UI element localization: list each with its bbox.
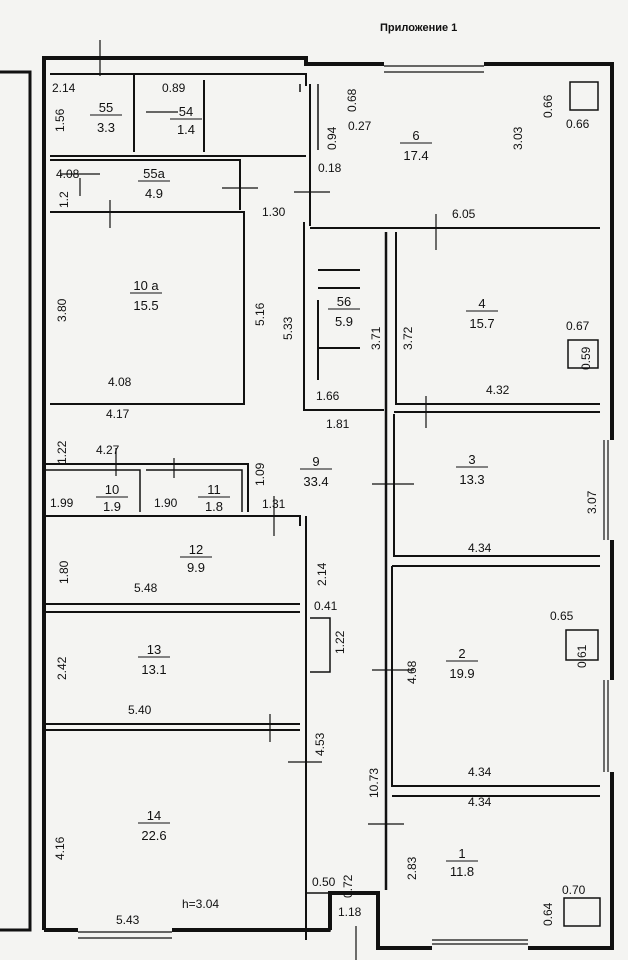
dimension-label: 4.16 — [53, 836, 67, 860]
dimension-label: 5.43 — [116, 913, 140, 927]
room-number: 13 — [147, 642, 161, 657]
room-number: 2 — [458, 646, 465, 661]
room-number: 12 — [189, 542, 203, 557]
walls — [0, 40, 614, 960]
dimension-label: 1.80 — [57, 560, 71, 584]
dimension-label: 3.71 — [369, 326, 383, 350]
dimension-label: 0.89 — [162, 81, 186, 95]
dimension-label: 1.18 — [338, 905, 362, 919]
room-area: 19.9 — [449, 666, 474, 681]
room-number: 3 — [468, 452, 475, 467]
dimension-label: 0.65 — [550, 609, 574, 623]
dimension-label: 5.16 — [253, 302, 267, 326]
room-area: 3.3 — [97, 120, 115, 135]
dimension-label: 4.08 — [108, 375, 132, 389]
dimension-label: 6.05 — [452, 207, 476, 221]
room-area: 13.3 — [459, 472, 484, 487]
dimension-label: 1.99 — [50, 496, 74, 510]
room-area: 1.9 — [103, 499, 121, 514]
dimension-label: 2.42 — [55, 656, 69, 680]
dimension-label: 4.34 — [468, 765, 492, 779]
dimension-label: 0.41 — [314, 599, 338, 613]
room-number: 55a — [143, 166, 165, 181]
room-area: 11.8 — [450, 864, 474, 879]
dimension-label: 3.07 — [585, 490, 599, 514]
dimension-label: 2.83 — [405, 856, 419, 880]
dimension-label: 0.18 — [318, 161, 342, 175]
room-labels: 55 3.3 54 1.4 55a 4.9 6 17.4 10 а 15.5 56 5.9 4 15.7 9… — [90, 100, 498, 879]
dimension-label: 1.09 — [253, 462, 267, 486]
room-number: 1 — [458, 846, 465, 861]
dimension-label: 0.66 — [541, 94, 555, 118]
room-area: 4.9 — [145, 186, 163, 201]
dimension-labels: 2.14 0.89 1.56 0.68 0.27 0.94 0.18 3.03 0.66 0.66… — [50, 81, 599, 927]
dimension-label: 1.81 — [326, 417, 350, 431]
page-title: Приложение 1 — [380, 22, 458, 34]
dimension-label: 5.48 — [134, 581, 158, 595]
dimension-label: 1.90 — [154, 496, 178, 510]
dimension-label: 2.14 — [315, 562, 329, 586]
dimension-label: 1.22 — [55, 440, 69, 464]
dimension-label: 4.32 — [486, 383, 510, 397]
room-number: 14 — [147, 808, 161, 823]
dimension-label: 5.40 — [128, 703, 152, 717]
room-area: 1.8 — [205, 499, 223, 514]
dimension-label: 1.31 — [262, 497, 286, 511]
dimension-label: 0.94 — [325, 126, 339, 150]
dimension-label: 1.56 — [53, 108, 67, 132]
dimension-label: 4.53 — [313, 732, 327, 756]
dimension-label: 3.72 — [401, 326, 415, 350]
dimension-label: 0.64 — [541, 902, 555, 926]
dimension-label: 0.61 — [575, 644, 589, 668]
dimension-label: 0.66 — [566, 117, 590, 131]
dimension-label: 5.33 — [281, 316, 295, 340]
dimension-label: 10.73 — [367, 768, 381, 798]
room-area: 17.4 — [403, 148, 428, 163]
room-area: 22.6 — [141, 828, 166, 843]
room-number: 6 — [412, 128, 419, 143]
dimension-label: 4.08 — [56, 167, 80, 181]
ceiling-height-label: h=3.04 — [182, 897, 219, 911]
room-number: 9 — [312, 454, 319, 469]
dimension-label: 0.72 — [341, 874, 355, 898]
dimension-label: 3.03 — [511, 126, 525, 150]
dimension-label: 1.30 — [262, 205, 286, 219]
dimension-label: 4.17 — [106, 407, 130, 421]
room-number: 11 — [207, 482, 221, 497]
dimension-label: 1.22 — [333, 630, 347, 654]
dimension-label: 0.59 — [579, 346, 593, 370]
dimension-label: 0.70 — [562, 883, 586, 897]
dimension-label: 4.27 — [96, 443, 120, 457]
dimension-label: 0.67 — [566, 319, 590, 333]
dimension-label: 2.14 — [52, 81, 76, 95]
dimension-label: 1.2 — [57, 191, 71, 208]
room-number: 56 — [337, 294, 351, 309]
room-number: 55 — [99, 100, 113, 115]
room-area: 33.4 — [303, 474, 328, 489]
room-area: 13.1 — [141, 662, 166, 677]
room-area: 9.9 — [187, 560, 205, 575]
dimension-label: 4.34 — [468, 541, 492, 555]
room-area: 1.4 — [177, 122, 195, 137]
dimension-label: 4.68 — [405, 660, 419, 684]
dimension-label: 0.68 — [345, 88, 359, 112]
room-number: 4 — [478, 296, 485, 311]
room-number: 10 а — [133, 278, 159, 293]
room-number: 10 — [105, 482, 119, 497]
dimension-label: 0.50 — [312, 875, 336, 889]
dimension-label: 1.66 — [316, 389, 340, 403]
dimension-label: 4.34 — [468, 795, 492, 809]
room-area: 5.9 — [335, 314, 353, 329]
dimension-label: 3.80 — [55, 298, 69, 322]
dimension-label: 0.27 — [348, 119, 372, 133]
room-number: 54 — [179, 104, 193, 119]
room-area: 15.7 — [469, 316, 494, 331]
room-area: 15.5 — [133, 298, 158, 313]
